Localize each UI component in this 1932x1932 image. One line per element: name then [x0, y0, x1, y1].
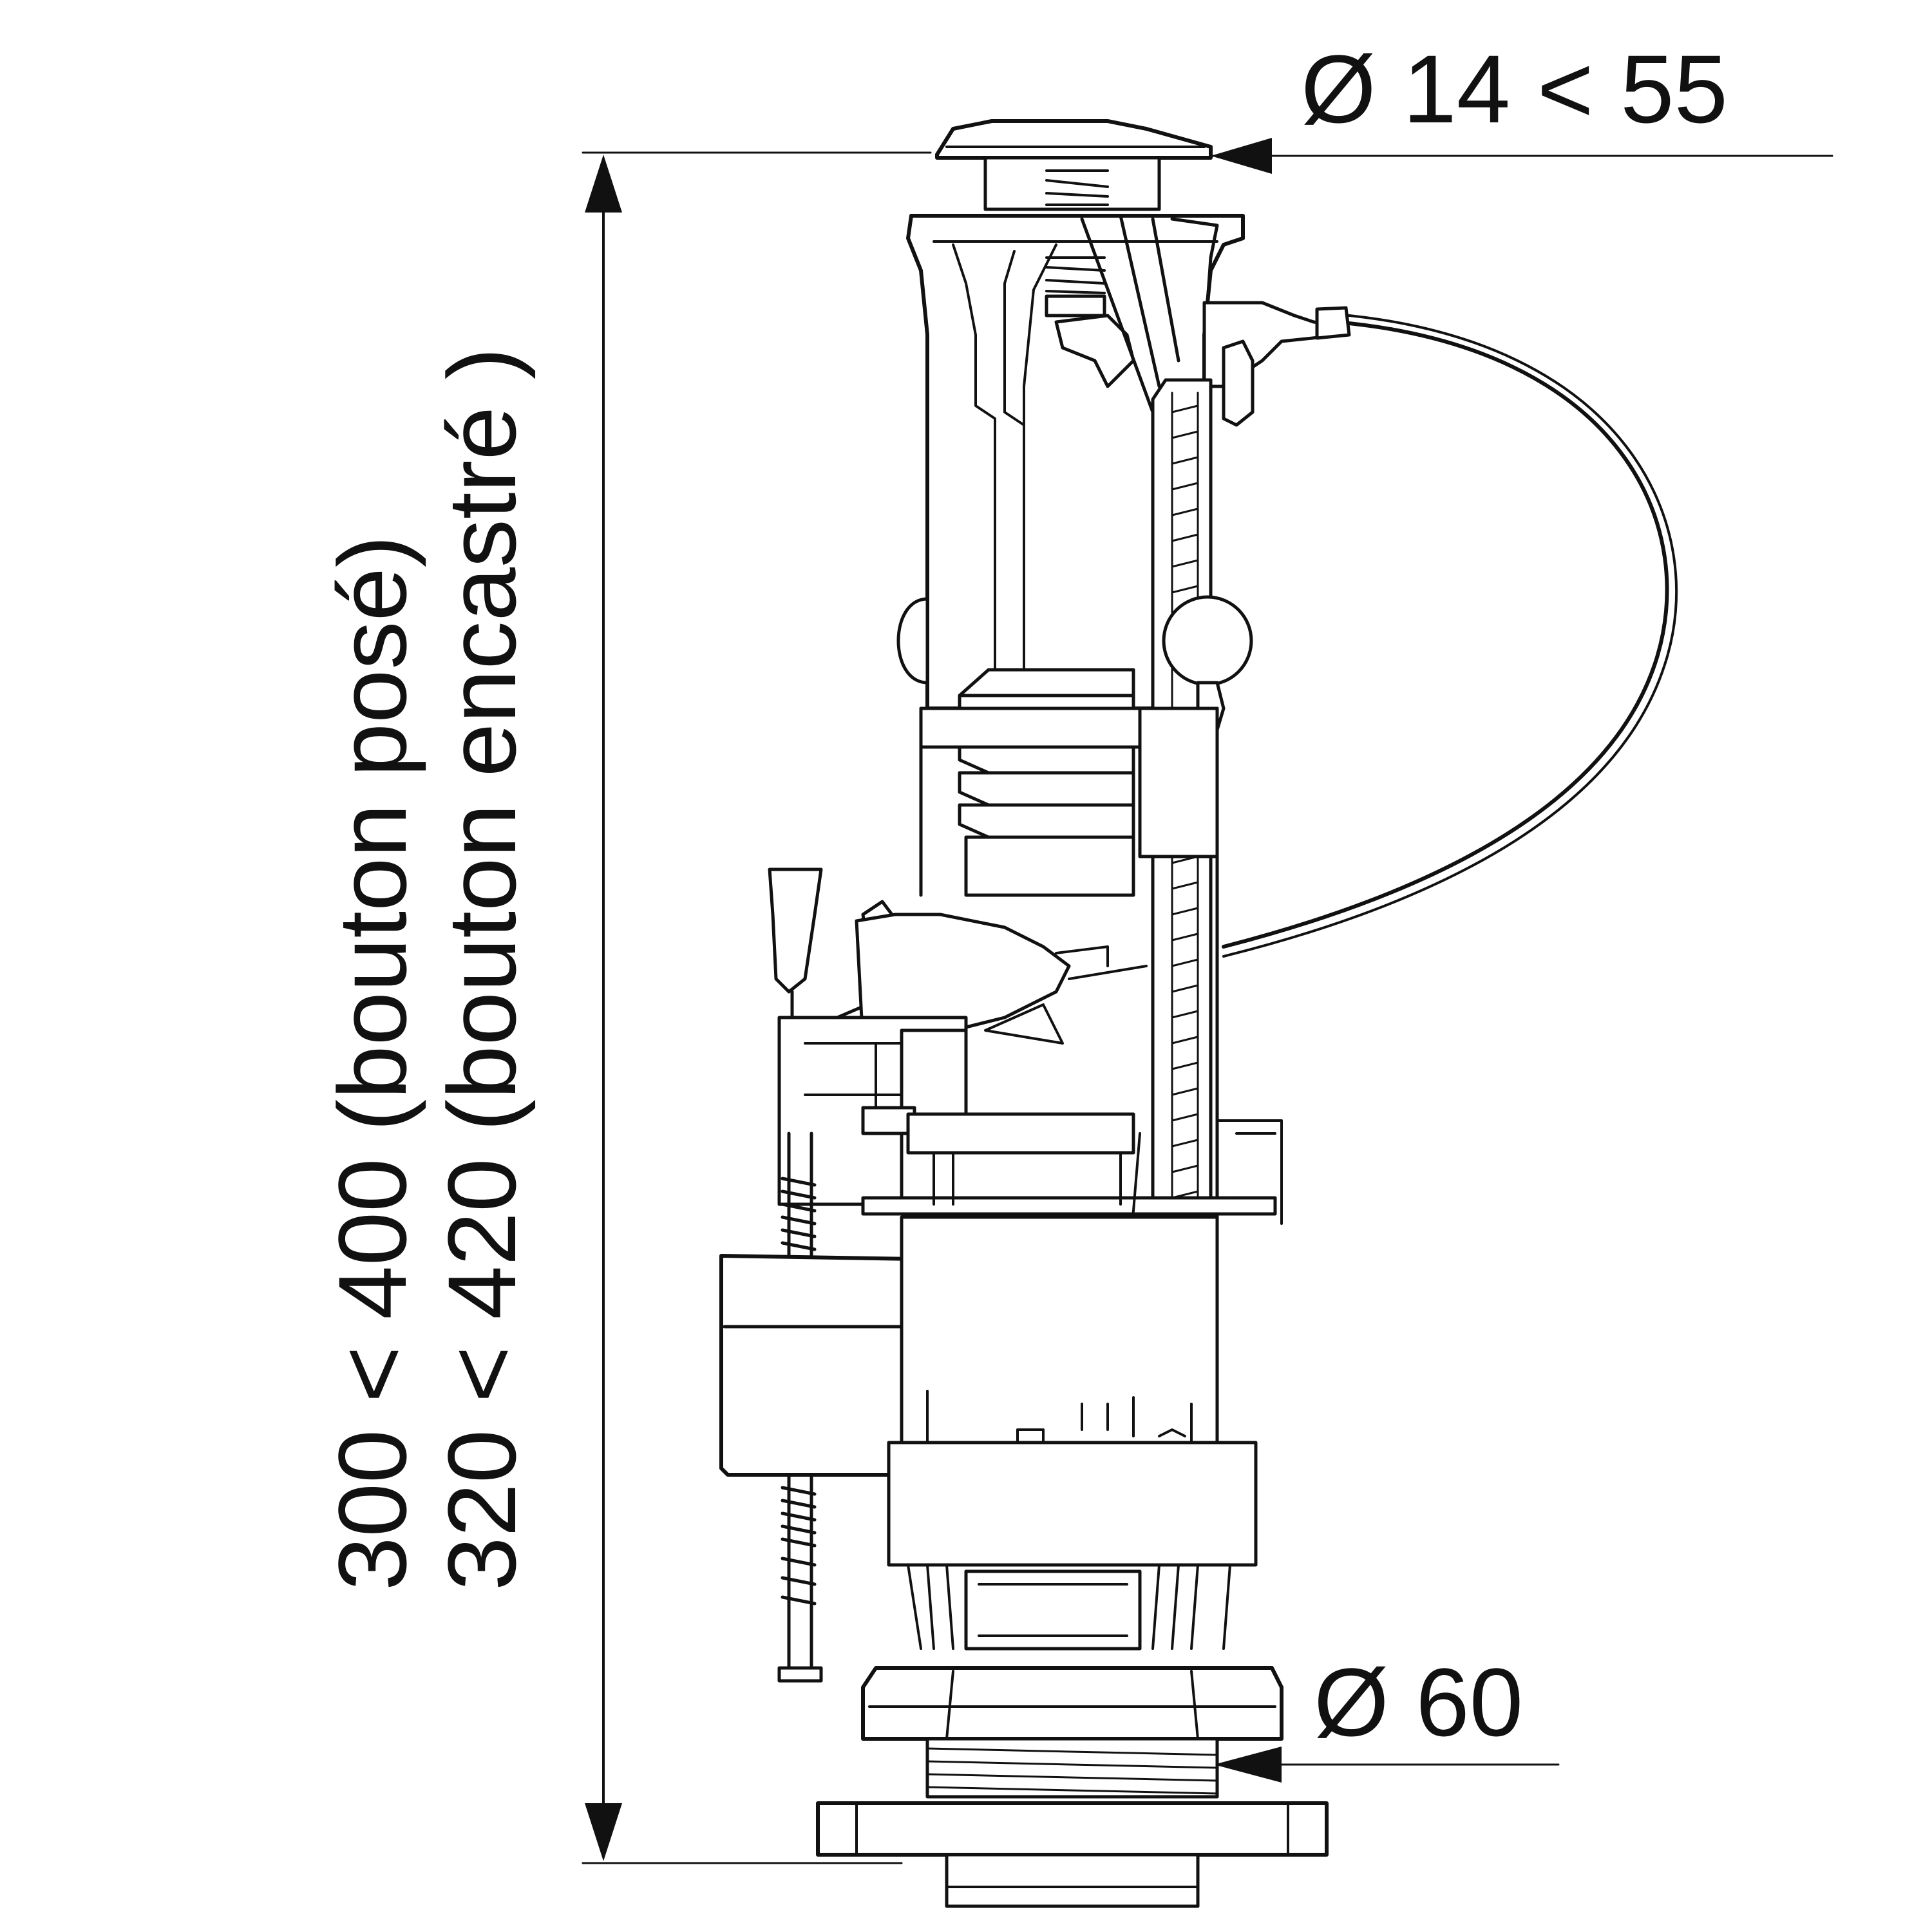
flush-valve-mechanism — [719, 119, 1678, 1908]
fill-valve-rod — [777, 1132, 823, 1683]
push-button — [935, 119, 1213, 211]
height-dimension — [582, 151, 932, 1864]
bellows — [958, 668, 1135, 897]
float-lever — [768, 867, 1148, 1045]
mid-body — [777, 1016, 1283, 1341]
outlet-diameter-label: Ø 60 — [1314, 1648, 1523, 1756]
left-arrow-icon — [1214, 1747, 1282, 1783]
top-diameter-label: Ø 14 < 55 — [1301, 35, 1728, 143]
up-arrow-icon — [585, 155, 622, 213]
down-arrow-icon — [585, 1803, 622, 1861]
top-diameter-dimension — [1209, 138, 1833, 174]
lower-body — [887, 1215, 1258, 1651]
outlet-flange — [816, 1666, 1329, 1908]
height-label-surface-button: 300 < 400 (bouton posé) — [318, 535, 426, 1591]
outlet-diameter-dimension — [1213, 1747, 1560, 1783]
left-arrow-icon — [1211, 138, 1272, 174]
upper-column — [906, 214, 1345, 710]
height-label-recessed-button: 320 < 420 (bouton encastré ) — [428, 347, 536, 1591]
